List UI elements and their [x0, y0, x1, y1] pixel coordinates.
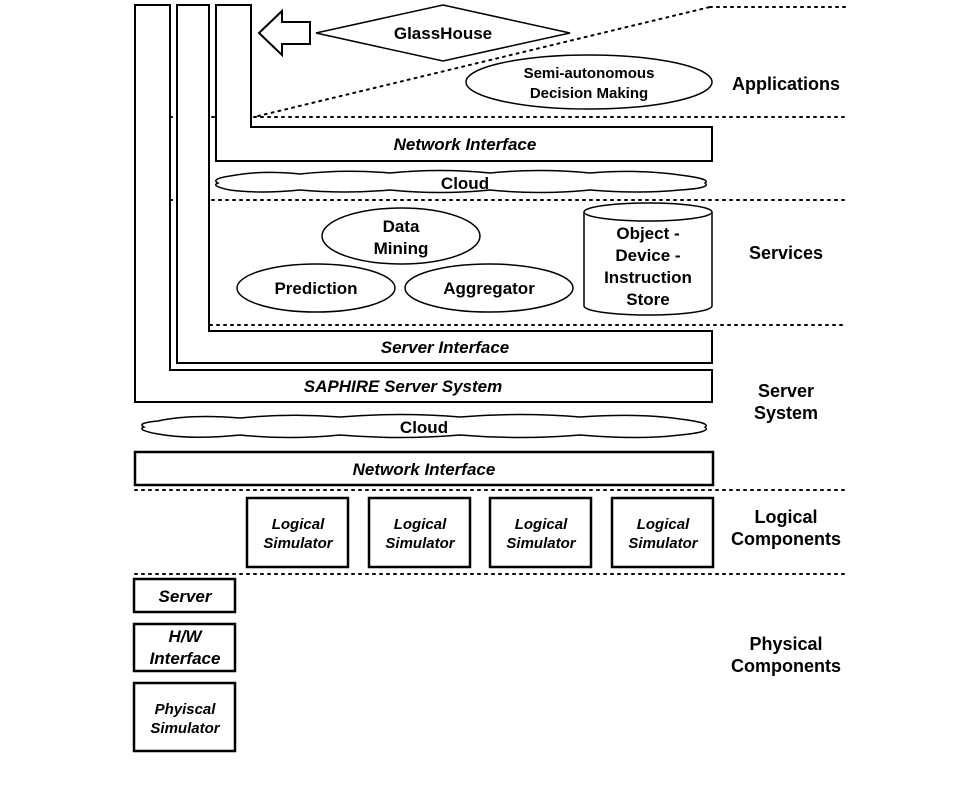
- cloud-bottom-label: Cloud: [400, 418, 448, 437]
- layer-label-server-system-1: Server: [758, 381, 814, 401]
- logical-simulator-label-1: Logical: [394, 516, 447, 533]
- physical-simulator-label-1: Phyiscal: [155, 701, 217, 718]
- server-box: [132, 577, 237, 614]
- store-label-4: Store: [626, 290, 669, 309]
- glasshouse-label: GlassHouse: [394, 24, 492, 43]
- server-interface-label: Server Interface: [381, 338, 510, 357]
- store-label-2: Device -: [615, 246, 680, 265]
- server-label: Server: [159, 587, 213, 606]
- logical-simulator-label-2: Simulator: [628, 535, 698, 552]
- layer-label-server-system-2: System: [754, 403, 818, 423]
- logical-simulator: Logical Simulator: [610, 496, 715, 569]
- data-mining-label-2: Mining: [374, 239, 429, 258]
- decision-making-label-2: Decision Making: [530, 85, 648, 102]
- store-label-1: Object -: [616, 224, 679, 243]
- layer-label-applications: Applications: [732, 74, 840, 94]
- aggregator-ellipse: [404, 263, 574, 313]
- logical-simulator-label-2: Simulator: [263, 535, 333, 552]
- prediction-ellipse: [236, 263, 396, 313]
- hw-interface-label-1: H/W: [168, 627, 203, 646]
- data-mining-label-1: Data: [383, 217, 420, 236]
- logical-simulator-label-1: Logical: [637, 516, 690, 533]
- glasshouse-diamond: [315, 4, 571, 62]
- store-label-3: Instruction: [604, 268, 692, 287]
- network-interface-bottom-box: [133, 450, 715, 487]
- left-arrow-icon: [257, 8, 311, 58]
- decision-making-label-1: Semi-autonomous: [524, 65, 655, 82]
- physical-simulator-box: [132, 681, 237, 753]
- applications-diagonal: [257, 6, 711, 117]
- logical-simulator-label-1: Logical: [515, 516, 568, 533]
- cloud-top: [215, 169, 707, 194]
- logical-simulator-label-2: Simulator: [506, 535, 576, 552]
- network-interface-bottom-label: Network Interface: [353, 460, 496, 479]
- cloud-top-label: Cloud: [441, 174, 489, 193]
- logical-simulator: Logical Simulator: [245, 496, 350, 569]
- network-interface-top-frame: [215, 4, 713, 162]
- store-cylinder-rim: [583, 211, 713, 222]
- decision-making-ellipse: [465, 54, 713, 110]
- network-interface-top-label: Network Interface: [394, 135, 537, 154]
- cloud-bottom: [141, 413, 707, 439]
- logical-simulator: Logical Simulator: [367, 496, 472, 569]
- hw-interface-box: [132, 622, 237, 673]
- server-interface-frame: [176, 4, 713, 364]
- logical-simulator-label-2: Simulator: [385, 535, 455, 552]
- hw-interface-label-2: Interface: [150, 649, 221, 668]
- store-cylinder: [583, 202, 713, 316]
- data-mining-ellipse: [321, 207, 481, 265]
- logical-simulator-label-1: Logical: [272, 516, 325, 533]
- layer-label-physical-1: Physical: [749, 634, 822, 654]
- saphire-server-label: SAPHIRE Server System: [304, 377, 502, 396]
- aggregator-label: Aggregator: [443, 279, 535, 298]
- layer-label-logical-1: Logical: [754, 507, 817, 527]
- saphire-server-frame: [134, 4, 713, 403]
- physical-simulator-label-2: Simulator: [150, 720, 220, 737]
- layer-label-services: Services: [749, 243, 823, 263]
- logical-simulator: Logical Simulator: [488, 496, 593, 569]
- layer-label-physical-2: Components: [731, 656, 841, 676]
- layer-label-logical-2: Components: [731, 529, 841, 549]
- prediction-label: Prediction: [274, 279, 357, 298]
